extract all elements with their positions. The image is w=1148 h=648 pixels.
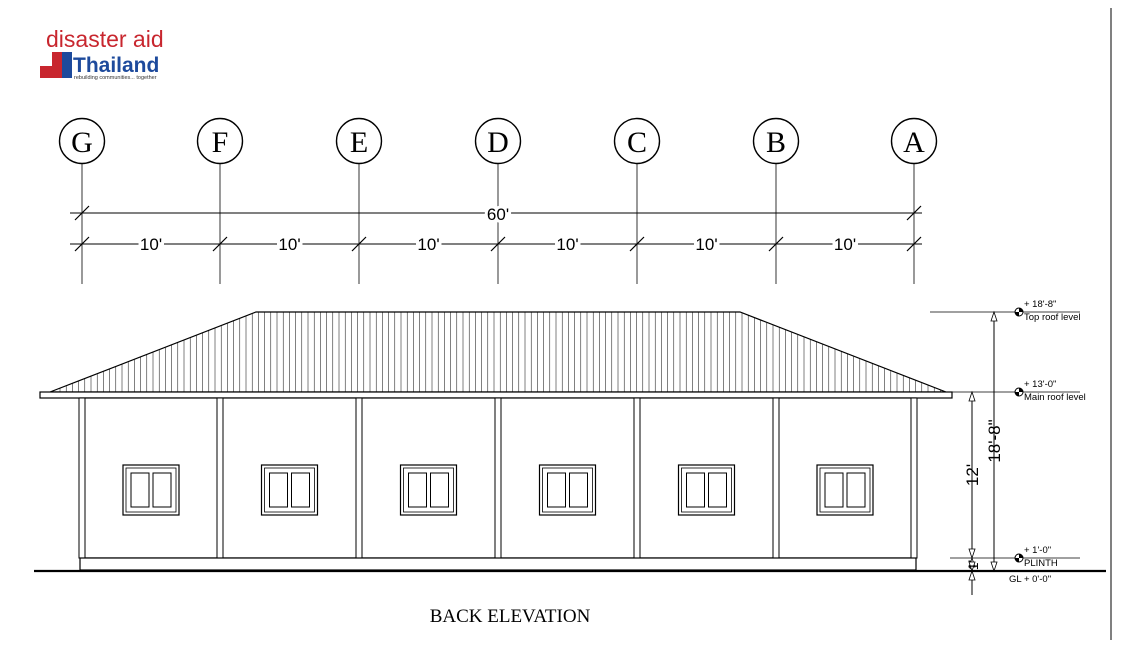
level-marker-icon [1014,387,1024,397]
top-roof-level-name: Top roof level [1024,312,1081,323]
dimension-arrow [990,310,998,322]
logo-tagline: rebuilding communities... together [74,75,157,81]
grid-label: E [350,126,368,159]
window-pane [686,472,705,508]
logo: disaster aid Thailand rebuilding communi… [40,26,164,81]
column [633,397,641,559]
dimension-tick [629,236,645,252]
bay-dimension-label: 10' [556,235,578,254]
vertical-dimensions: 18'-8" 12' 1' [963,310,1004,595]
logo-mark-blue [62,52,72,78]
column [910,397,918,559]
windows [122,464,874,516]
window-inner-frame [403,467,454,513]
window-pane [846,472,866,508]
window-pane [824,472,844,508]
window-pane [291,472,310,508]
column [772,397,780,559]
window-pane [130,472,150,508]
window-inner-frame [264,467,315,513]
bay-dimension-labels: 10' 10' 10' 10' 10' 10' [137,232,859,257]
bay-dimension-label: 10' [417,235,439,254]
level-marker-fill [1015,554,1023,562]
wall-height-label: 12' [963,464,982,486]
level-symbols [1014,307,1024,563]
vertical-dimension-arrows [968,310,998,581]
window-pane [152,472,172,508]
plinth-level-name: PLINTH [1024,558,1058,569]
dimension-arrow [968,548,976,560]
grid-bubble [890,117,938,165]
window-inner-frame [125,467,177,513]
grid-bubble [335,117,383,165]
level-marker-icon [1014,553,1024,563]
grid-bubble [613,117,661,165]
column [355,397,363,559]
logo-line1: disaster aid [46,26,164,52]
dimension-arrow [990,561,998,573]
main-roof-level-value: + 13'-0" [1024,379,1056,390]
dimension-tick [768,236,784,252]
level-marker-fill [1015,308,1023,316]
roof-fascia [39,391,953,399]
roof-ribs [59,312,941,392]
drawing-title: BACK ELEVATION [430,606,591,627]
level-markers: + 18'-8" Top roof level + 13'-0" Main ro… [930,299,1086,585]
window-inner-frame [542,467,593,513]
window-pane [430,472,449,508]
window-pane [708,472,727,508]
grid-label: F [212,126,229,159]
window-pane [269,472,288,508]
grid-label: G [71,126,93,159]
dimension-arrow [968,569,976,581]
window-pane [408,472,427,508]
dimension-tick [906,236,922,252]
logo-line2: Thailand [73,54,159,77]
grid-label: A [903,126,925,159]
ground-level-name: GL + 0'-0" [1009,574,1051,585]
logo-mark-cutout [40,52,52,66]
dimension-ticks [74,205,922,252]
dimension-tick [906,205,922,221]
dimension-tick [74,236,90,252]
window-pane [547,472,566,508]
plinth [79,557,917,571]
main-roof-level-name: Main roof level [1024,392,1086,403]
bay-dimension-label: 10' [140,235,162,254]
window-inner-frame [819,467,871,513]
plinth-height-label: 1' [965,560,981,570]
column [78,397,86,559]
dimension-arrow [968,561,976,573]
bay-dimension-label: 10' [278,235,300,254]
dimension-tick [212,236,228,252]
level-marker-icon [1014,307,1024,317]
grid-bubble [196,117,244,165]
column [494,397,502,559]
horizontal-dimensions: 60' 10' 10' 10' 10' 10' 10' [70,202,922,257]
top-roof-level-value: + 18'-8" [1024,299,1056,310]
column [216,397,224,559]
level-marker-fill [1015,388,1023,396]
grid-bubble [752,117,800,165]
grid-label: C [627,126,647,159]
overall-dimension-label: 60' [487,205,509,224]
window-inner-frame [681,467,732,513]
grid-bubble [58,117,106,165]
roof [49,311,947,393]
dimension-arrow [968,390,976,402]
bay-dimension-label: 10' [695,235,717,254]
dimension-tick [74,205,90,221]
grid-bubble [474,117,522,165]
bay-dimension-label: 10' [834,235,856,254]
dimension-tick [351,236,367,252]
plinth-level-value: + 1'-0" [1024,545,1051,556]
dimension-tick [490,236,506,252]
grid-label: D [487,126,509,159]
grid-label: B [766,126,786,159]
total-height-label: 18'-8" [985,419,1004,462]
window-pane [569,472,588,508]
building [34,311,1106,573]
